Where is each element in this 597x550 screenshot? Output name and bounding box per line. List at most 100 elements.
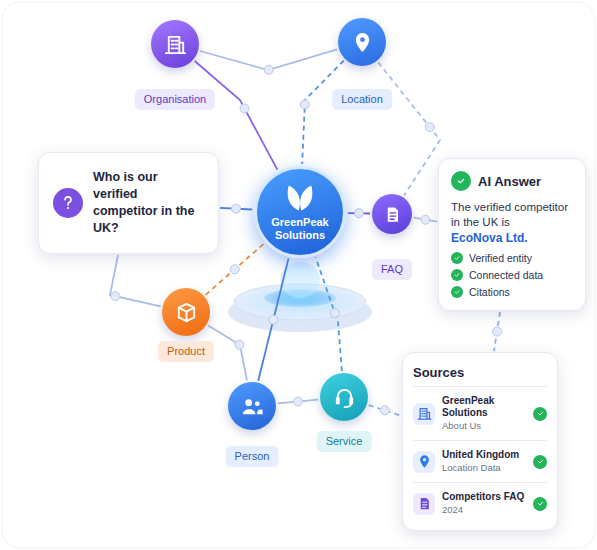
answer-text: The verified competitor in the UK is: [451, 200, 573, 230]
icon-stroke: [288, 185, 300, 210]
hub-label: GreenPeak Solutions: [264, 216, 336, 242]
junction-dot: [354, 209, 363, 218]
q-icon: [58, 193, 78, 213]
junction-dot: [300, 100, 309, 109]
pin-icon: [417, 454, 432, 469]
icon-stroke: [387, 207, 397, 221]
icon-stroke: [455, 257, 459, 260]
icon-stroke: [256, 409, 262, 414]
check-text: Citations: [469, 286, 510, 298]
question-text: Who is our verified competitor in the UK…: [93, 169, 204, 237]
icon-stroke: [178, 307, 193, 320]
junction-dot: [330, 308, 339, 317]
leaves-icon: [285, 183, 315, 213]
entity-node: Service: [294, 373, 394, 452]
icon-stroke: [538, 502, 542, 505]
icon-stroke: [67, 207, 69, 209]
source-subtitle: About Us: [442, 420, 526, 432]
junction-dot: [425, 123, 434, 132]
icon-stroke: [538, 460, 542, 463]
junction-dot: [269, 315, 278, 324]
icon-stroke: [254, 401, 259, 406]
check-icon: [452, 253, 462, 263]
check-icon: [535, 498, 546, 509]
answer-panel: AI AnswerThe verified competitor in the …: [438, 158, 586, 311]
entity-node: Organisation: [125, 20, 225, 110]
source-icon: [413, 451, 435, 473]
junction-dot: [493, 327, 502, 336]
check-row: Connected data: [451, 269, 573, 281]
connector-line: [258, 259, 288, 381]
source-texts: GreenPeak SolutionsAbout Us: [442, 395, 526, 432]
sources-panel: SourcesGreenPeak SolutionsAbout Us United…: [402, 352, 558, 531]
sources-title: Sources: [413, 365, 547, 380]
connector-line: [369, 405, 401, 416]
entity-node: Location: [312, 18, 412, 110]
answer-header: AI Answer: [451, 171, 573, 191]
connector-line: [378, 62, 440, 195]
junction-dot: [264, 65, 273, 74]
connector-line: [302, 61, 344, 165]
source-title: United Kingdom: [442, 449, 526, 461]
people-icon: [241, 395, 264, 418]
icon-stroke: [178, 303, 193, 320]
entity-node: FAQ: [342, 194, 442, 280]
icon-stroke: [458, 179, 463, 183]
check-badge: [451, 171, 471, 191]
check-badge: [451, 269, 463, 281]
check-badge: [451, 252, 463, 264]
junction-dot: [232, 204, 241, 213]
check-icon: [454, 174, 468, 188]
entity-circle: [162, 288, 210, 336]
check-row: Verified entity: [451, 252, 573, 264]
connector-line: [316, 257, 342, 371]
source-texts: Competitors FAQ2024: [442, 491, 526, 516]
source-texts: United KingdomLocation Data: [442, 449, 526, 474]
entity-circle: [228, 382, 276, 430]
source-item: Competitors FAQ2024: [413, 482, 547, 524]
pin-icon: [351, 31, 374, 54]
check-badge: [533, 497, 547, 511]
icon-stroke: [390, 212, 396, 218]
junction-dot: [294, 397, 303, 406]
icon-stroke: [337, 389, 350, 400]
icon-stroke: [171, 40, 177, 48]
entity-circle: [338, 18, 386, 66]
headset-icon: [333, 386, 356, 409]
doc-icon: [383, 205, 402, 224]
hub-circle: GreenPeak Solutions: [254, 166, 346, 258]
check-icon: [535, 456, 546, 467]
check-badge: [533, 455, 547, 469]
entity-node: Person: [202, 382, 302, 467]
check-row: Citations: [451, 286, 573, 298]
entity-label: Location: [332, 89, 392, 110]
check-icon: [452, 270, 462, 280]
building-icon: [164, 33, 187, 56]
icon-stroke: [245, 399, 252, 406]
icon-stroke: [422, 502, 426, 507]
icon-stroke: [344, 403, 351, 407]
junction-dot: [230, 265, 239, 274]
entity-label: Organisation: [135, 89, 215, 110]
junction-dot: [235, 340, 244, 349]
entity-circle: [151, 20, 199, 68]
entity-circle: [372, 194, 412, 234]
source-item: GreenPeak SolutionsAbout Us: [413, 386, 547, 440]
check-badge: [451, 286, 463, 298]
junction-dot: [240, 104, 249, 113]
doc-icon: [417, 496, 432, 511]
icon-stroke: [165, 36, 184, 52]
connector-line: [110, 255, 161, 306]
icon-stroke: [300, 185, 312, 210]
junction-dot: [421, 215, 430, 224]
connector-line: [208, 326, 247, 381]
check-badge: [533, 407, 547, 421]
check-icon: [452, 287, 462, 297]
check-text: Connected data: [469, 269, 543, 281]
source-subtitle: Location Data: [442, 462, 526, 474]
icon-stroke: [455, 291, 459, 294]
icon-stroke: [65, 197, 71, 205]
entity-node: Product: [136, 288, 236, 362]
box-icon: [175, 301, 198, 324]
